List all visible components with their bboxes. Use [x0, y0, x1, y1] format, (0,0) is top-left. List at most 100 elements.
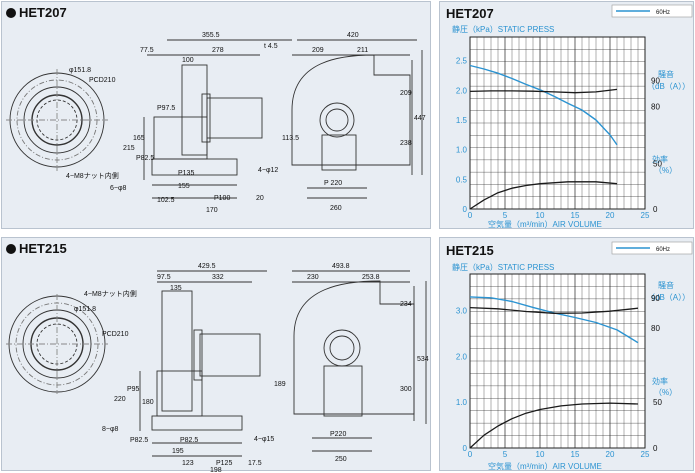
scroll-casing	[293, 280, 415, 415]
x-tick-label: 0	[468, 450, 473, 459]
dim-label: 4−M8ナット内側	[84, 289, 137, 298]
static-pressure-curve	[469, 64, 618, 146]
dim-label: 113.5	[282, 135, 299, 142]
x-tick-label: 0	[468, 211, 473, 220]
eff-unit: （%）	[654, 388, 677, 397]
legend-box	[611, 4, 693, 18]
x-tick-label: 20	[606, 211, 615, 220]
dim-label: 238	[400, 140, 412, 147]
x-tick-label: 25	[641, 450, 650, 459]
dim-label: 170	[206, 207, 218, 214]
dim-label: 135	[170, 285, 182, 292]
dim-label: 198	[210, 467, 222, 472]
dim-label: 534	[417, 356, 429, 363]
dim-label: 189	[274, 381, 286, 388]
noise-tick-label: 80	[651, 324, 660, 333]
het207-dimension-drawing: φ151.8 PCD210 4−M8ナット内側 6−φ8 355.5 77.5 …	[6, 32, 426, 214]
dim-label: P95	[127, 386, 140, 393]
dim-label: 20	[256, 195, 264, 202]
dim-label: 123	[182, 460, 194, 467]
efficiency-curve	[469, 402, 639, 449]
x-tick-label: 25	[641, 211, 650, 220]
dim-label: 165	[133, 135, 145, 142]
het207-chart-svg: HET207 60Hz 静圧（kPa）STATIC PRESS 騒音 （dB（A…	[446, 4, 693, 229]
y-tick-label: 1.0	[456, 146, 468, 155]
chart-title: HET215	[446, 243, 494, 258]
x-tick-label: 10	[536, 450, 545, 459]
dim-label: 355.5	[202, 32, 220, 39]
scroll-casing	[291, 54, 411, 166]
noise-curve	[469, 88, 618, 94]
eff-tick-label: 50	[653, 160, 662, 169]
noise-tick-label: 90	[651, 77, 660, 86]
section-title: HET215	[6, 241, 67, 256]
dim-label: 4−M8ナット内側	[66, 171, 119, 180]
dim-label: 300	[400, 386, 412, 393]
dim-label: 429.5	[198, 263, 216, 270]
dim-label: P82.5	[180, 437, 198, 444]
noise-unit: （dB（A））	[647, 293, 690, 302]
eff-tick-label: 0	[653, 205, 658, 214]
noise-curve	[469, 306, 639, 314]
dim-label: 4−φ12	[258, 167, 278, 174]
eff-label: 効率	[652, 376, 668, 386]
x-axis-label: 空気量（m³/min）AIR VOLUME	[488, 219, 602, 229]
dim-label: 250	[335, 456, 347, 463]
dim-label: P97.5	[157, 105, 175, 112]
y-tick-label: 1.5	[456, 116, 468, 125]
dim-label: 102.5	[157, 197, 175, 204]
dim-label: 220	[114, 396, 126, 403]
het215-performance-chart: HET215 60Hz 静圧（kPa）STATIC PRESS 騒音 （dB（A…	[439, 237, 694, 471]
dim-label: t 4.5	[264, 43, 278, 50]
dim-label: 260	[330, 205, 342, 212]
y-tick-label: 2.5	[456, 57, 468, 66]
legend-box	[611, 241, 693, 255]
y-tick-label: 0	[463, 205, 468, 214]
dim-label: φ151.8	[69, 67, 91, 74]
section-title: HET207	[6, 5, 67, 20]
eff-tick-label: 0	[653, 444, 658, 453]
y-left-label: 静圧（kPa）STATIC PRESS	[452, 262, 554, 272]
x-axis-label: 空気量（m³/min）AIR VOLUME	[488, 461, 602, 471]
dim-label: 8−φ8	[102, 426, 119, 433]
dim-label: 180	[142, 399, 154, 406]
dim-label: P82.5	[136, 155, 154, 162]
dim-label: 155	[178, 183, 190, 190]
noise-unit: （dB（A））	[647, 82, 690, 91]
y-tick-label: 3.0	[456, 307, 468, 316]
side-motor-body	[199, 333, 261, 377]
bullet-icon	[6, 8, 16, 18]
dim-label: P 220	[324, 180, 342, 187]
dim-label: 215	[123, 145, 135, 152]
dim-label: 195	[172, 448, 184, 455]
dim-label: PCD210	[102, 331, 129, 338]
side-motor-body	[206, 97, 263, 139]
y-tick-label: 2.0	[456, 86, 468, 95]
efficiency-curve	[469, 181, 618, 210]
legend-label: 60Hz	[656, 247, 670, 253]
y-tick-label: 1.0	[456, 398, 468, 407]
dim-label: 97.5	[157, 274, 171, 281]
het215-drawing-panel: HET215	[1, 237, 431, 472]
dim-label: P82.5	[130, 437, 148, 444]
dim-label: 6−φ8	[110, 185, 127, 192]
x-tick-label: 5	[503, 450, 508, 459]
x-tick-label: 20	[606, 450, 615, 459]
dim-label: 230	[307, 274, 319, 281]
dim-label: 278	[212, 47, 224, 54]
dim-label: φ151.8	[74, 306, 96, 313]
het215-chart-svg: HET215 60Hz 静圧（kPa）STATIC PRESS 騒音 （dB（A…	[446, 241, 693, 471]
dim-label: 234	[400, 301, 412, 308]
dim-label: 17.5	[248, 460, 262, 467]
dim-label: 447	[414, 115, 426, 122]
y-tick-label: 0	[463, 444, 468, 453]
legend-label: 60Hz	[656, 10, 670, 16]
het207-performance-chart: HET207 60Hz 静圧（kPa）STATIC PRESS 騒音 （dB（A…	[439, 1, 694, 229]
eff-unit: （%）	[654, 166, 677, 175]
dim-label: 332	[212, 274, 224, 281]
x-tick-label: 15	[571, 450, 580, 459]
dim-label: 4−φ15	[254, 436, 274, 443]
noise-tick-label: 90	[651, 294, 660, 303]
eff-label: 効率	[652, 154, 668, 164]
noise-tick-label: 80	[651, 102, 660, 111]
